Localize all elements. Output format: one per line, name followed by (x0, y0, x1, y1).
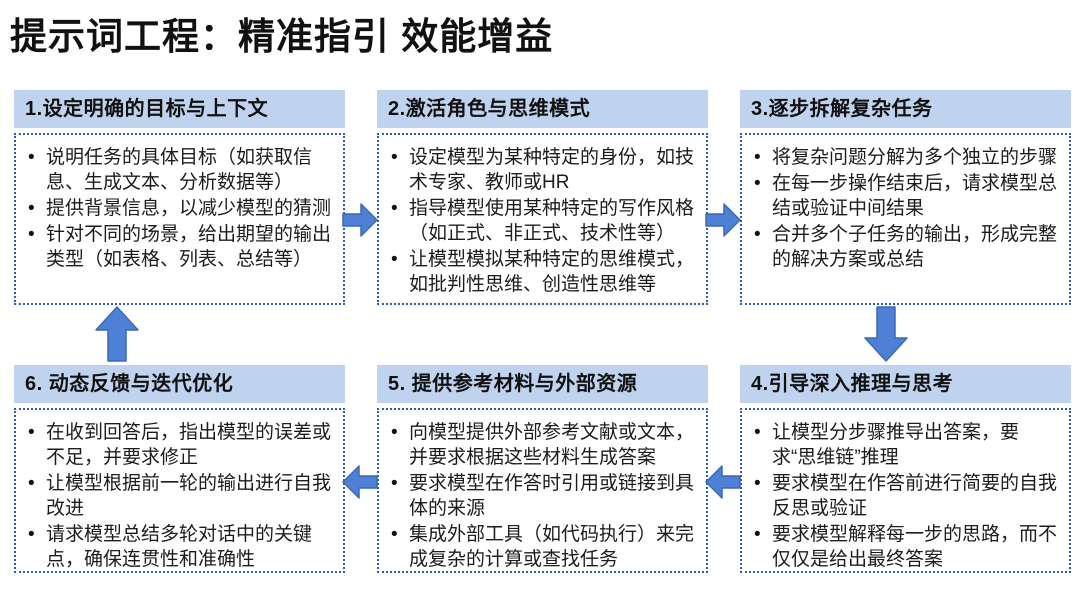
page-title: 提示词工程：精准指引 效能增益 (10, 16, 554, 57)
bullet-item: 指导模型使用某种特定的写作风格（如正式、非正式、技术性等） (383, 196, 700, 246)
bullet-item: 让模型根据前一轮的输出进行自我改进 (20, 471, 337, 521)
box-3-content: 将复杂问题分解为多个独立的步骤 在每一步操作结束后，请求模型总结或验证中间结果 … (740, 133, 1071, 305)
box-6-header: 6. 动态反馈与迭代优化 (14, 365, 345, 403)
flow-box-1: 1.设定明确的目标与上下文 说明任务的具体目标（如获取信息、生成文本、分析数据等… (14, 90, 345, 305)
bullet-item: 要求模型解释每一步的思路，而不仅仅是给出最终答案 (746, 522, 1063, 572)
bullet-item: 向模型提供外部参考文献或文本，并要求根据这些材料生成答案 (383, 420, 700, 470)
bullet-item: 将复杂问题分解为多个独立的步骤 (746, 145, 1063, 170)
arrow-down-icon (863, 305, 909, 368)
bullet-list: 将复杂问题分解为多个独立的步骤 在每一步操作结束后，请求模型总结或验证中间结果 … (746, 145, 1063, 272)
bullet-item: 要求模型在作答前进行简要的自我反思或验证 (746, 471, 1063, 521)
bullet-list: 在收到回答后，指出模型的误差或不足，并要求修正 让模型根据前一轮的输出进行自我改… (20, 420, 337, 572)
arrow-left-icon (341, 462, 379, 507)
arrow-right-icon (341, 200, 379, 245)
bullet-list: 让模型分步骤推导出答案，要求“思维链”推理 要求模型在作答前进行简要的自我反思或… (746, 420, 1063, 572)
bullet-item: 在每一步操作结束后，请求模型总结或验证中间结果 (746, 171, 1063, 221)
box-2-content: 设定模型为某种特定的身份，如技术专家、教师或HR 指导模型使用某种特定的写作风格… (377, 133, 708, 305)
box-5-header: 5. 提供参考材料与外部资源 (377, 365, 708, 403)
arrow-left-icon (704, 462, 742, 507)
flow-box-2: 2.激活角色与思维模式 设定模型为某种特定的身份，如技术专家、教师或HR 指导模… (377, 90, 708, 305)
box-3-header: 3.逐步拆解复杂任务 (740, 90, 1071, 128)
flow-box-5: 5. 提供参考材料与外部资源 向模型提供外部参考文献或文本，并要求根据这些材料生… (377, 365, 708, 573)
bullet-item: 集成外部工具（如代码执行）来完成复杂的计算或查找任务 (383, 522, 700, 572)
bullet-item: 要求模型在作答时引用或链接到具体的来源 (383, 471, 700, 521)
bullet-item: 设定模型为某种特定的身份，如技术专家、教师或HR (383, 145, 700, 195)
bullet-item: 在收到回答后，指出模型的误差或不足，并要求修正 (20, 420, 337, 470)
bullet-item: 请求模型总结多轮对话中的关键点，确保连贯性和准确性 (20, 522, 337, 572)
box-1-header: 1.设定明确的目标与上下文 (14, 90, 345, 128)
box-4-header: 4.引导深入推理与思考 (740, 365, 1071, 403)
bullet-item: 说明任务的具体目标（如获取信息、生成文本、分析数据等） (20, 145, 337, 195)
bullet-list: 设定模型为某种特定的身份，如技术专家、教师或HR 指导模型使用某种特定的写作风格… (383, 145, 700, 297)
flow-box-3: 3.逐步拆解复杂任务 将复杂问题分解为多个独立的步骤 在每一步操作结束后，请求模… (740, 90, 1071, 305)
bullet-item: 提供背景信息，以减少模型的猜测 (20, 196, 337, 221)
flow-box-6: 6. 动态反馈与迭代优化 在收到回答后，指出模型的误差或不足，并要求修正 让模型… (14, 365, 345, 573)
bullet-item: 让模型模拟某种特定的思维模式，如批判性思维、创造性思维等 (383, 247, 700, 297)
flow-box-4: 4.引导深入推理与思考 让模型分步骤推导出答案，要求“思维链”推理 要求模型在作… (740, 365, 1071, 573)
bullet-list: 向模型提供外部参考文献或文本，并要求根据这些材料生成答案 要求模型在作答时引用或… (383, 420, 700, 572)
bullet-item: 针对不同的场景，给出期望的输出类型（如表格、列表、总结等） (20, 222, 337, 272)
bullet-item: 让模型分步骤推导出答案，要求“思维链”推理 (746, 420, 1063, 470)
bullet-list: 说明任务的具体目标（如获取信息、生成文本、分析数据等） 提供背景信息，以减少模型… (20, 145, 337, 272)
box-5-content: 向模型提供外部参考文献或文本，并要求根据这些材料生成答案 要求模型在作答时引用或… (377, 408, 708, 573)
arrow-up-icon (94, 305, 140, 368)
arrow-right-icon (704, 200, 742, 245)
box-4-content: 让模型分步骤推导出答案，要求“思维链”推理 要求模型在作答前进行简要的自我反思或… (740, 408, 1071, 573)
box-2-header: 2.激活角色与思维模式 (377, 90, 708, 128)
box-1-content: 说明任务的具体目标（如获取信息、生成文本、分析数据等） 提供背景信息，以减少模型… (14, 133, 345, 305)
box-6-content: 在收到回答后，指出模型的误差或不足，并要求修正 让模型根据前一轮的输出进行自我改… (14, 408, 345, 573)
bullet-item: 合并多个子任务的输出，形成完整的解决方案或总结 (746, 222, 1063, 272)
